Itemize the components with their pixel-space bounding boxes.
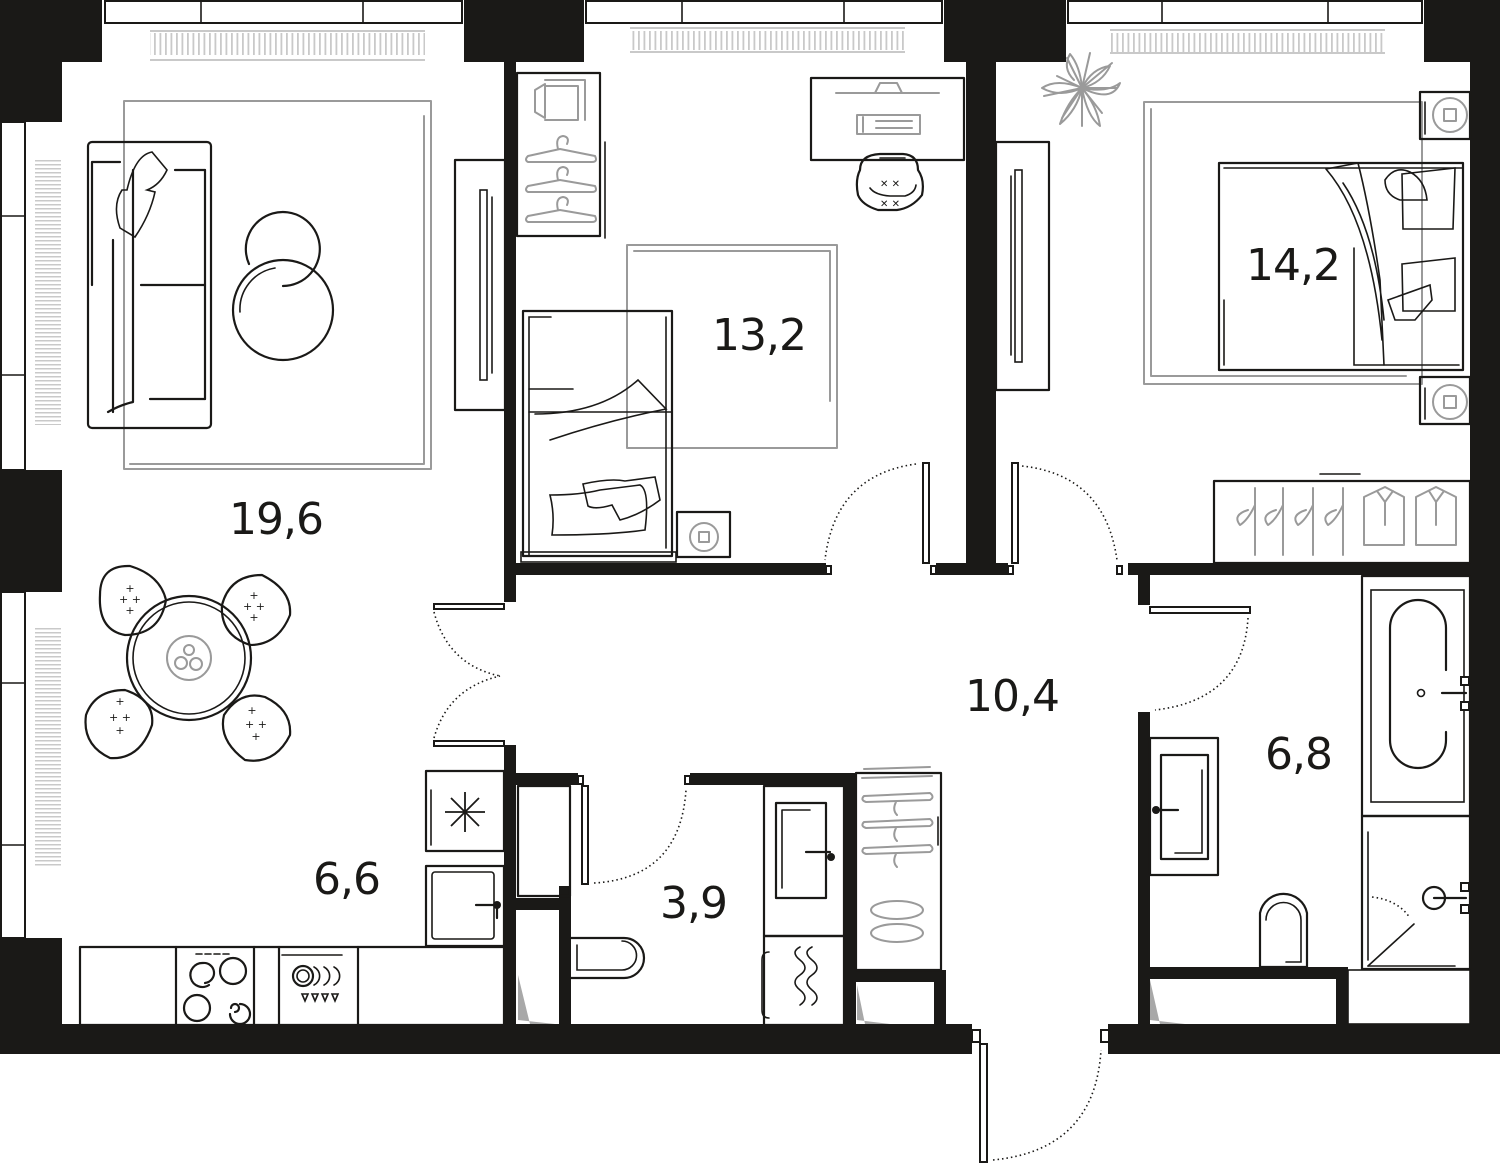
svg-text:✕ ✕: ✕ ✕ (880, 179, 900, 190)
room-area-bedroom-master: 14,2 (1246, 240, 1341, 291)
svg-text:+ +: + + (109, 711, 131, 724)
rug-icon (1143, 101, 1423, 385)
wardrobe-icon (515, 71, 606, 239)
radiator-icon (35, 27, 1385, 868)
armchair-icon: ✕ ✕ ✕ ✕ (855, 152, 924, 212)
coffee-table-icon (231, 210, 335, 362)
room-area-bathroom: 6,8 (1265, 729, 1333, 780)
door-icon[interactable] (433, 462, 1251, 1163)
svg-text:+: + (247, 704, 256, 717)
wardrobe-icon (1212, 473, 1472, 565)
bathtub-icon (1360, 574, 1472, 818)
svg-text:+: + (125, 582, 134, 595)
svg-text:+: + (249, 611, 258, 624)
chair-icon: ++ ++ (221, 694, 292, 762)
walls (0, 0, 1500, 1054)
nightstand-icon (1418, 90, 1472, 141)
shower-icon (1360, 814, 1472, 971)
nightstand-icon (675, 510, 732, 559)
bathroom-niche (1347, 969, 1471, 1025)
stove-icon (182, 953, 252, 1026)
chair-icon: ++ ++ (84, 688, 154, 760)
oven-icon (281, 954, 343, 1004)
kitchen-counter (78, 945, 506, 1027)
chair-icon: + ++ + (220, 573, 292, 647)
room-area-bedroom-small: 13,2 (712, 310, 807, 361)
sink-icon (424, 864, 506, 948)
nightstand-icon (1418, 375, 1472, 426)
svg-text:+: + (249, 589, 258, 602)
svg-text:+: + (251, 730, 260, 743)
room-area-kitchen: 6,6 (313, 854, 381, 905)
rug-icon (123, 100, 432, 470)
wardrobe-icon (854, 766, 943, 972)
svg-text:+ +: + + (119, 593, 141, 606)
toilet-icon (1258, 892, 1309, 969)
room-area-living-room: 19,6 (229, 494, 324, 545)
room-area-hallway: 10,4 (965, 671, 1060, 722)
svg-text:+: + (115, 695, 124, 708)
rug-icon (626, 244, 838, 449)
sofa-icon (86, 140, 213, 430)
bathroom-cabinet-left (1148, 736, 1220, 877)
toilet-icon (569, 936, 646, 980)
desk-icon (809, 76, 966, 162)
room-area-wc: 3,9 (660, 878, 728, 929)
svg-text:+ +: + + (243, 600, 265, 613)
boiler-cabinet (516, 784, 572, 898)
dryer-icon (761, 934, 846, 1027)
svg-text:+: + (125, 604, 134, 617)
bed-icon (1217, 161, 1465, 372)
sink-icon (1152, 753, 1210, 861)
fridge-icon (424, 769, 506, 853)
dining-table-icon (125, 594, 253, 722)
plate-icon (166, 635, 212, 681)
svg-text:+: + (115, 724, 124, 737)
shoes-icon (870, 900, 924, 943)
washing-machine-icon (762, 784, 846, 938)
plant-icon (1041, 52, 1121, 127)
svg-text:+ +: + + (245, 718, 267, 731)
bed-icon (520, 309, 677, 563)
tv-stand-icon (453, 158, 507, 412)
chair-icon: + ++ + (98, 564, 168, 637)
svg-text:✕ ✕: ✕ ✕ (880, 199, 900, 210)
wardrobe-icon (994, 140, 1051, 392)
